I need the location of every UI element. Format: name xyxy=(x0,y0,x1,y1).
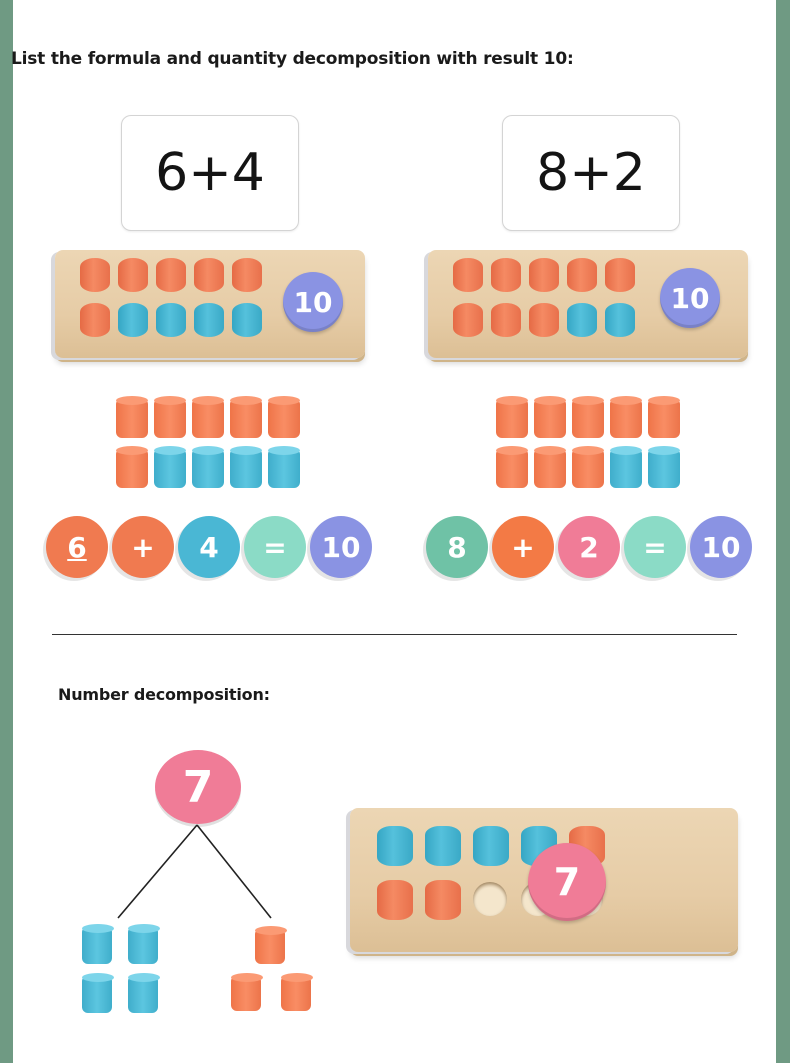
equation-token-label: 8 xyxy=(447,530,467,564)
board-number-label: 10 xyxy=(670,281,710,315)
blue-cylinder[interactable] xyxy=(128,973,160,1013)
blue-cylinder[interactable] xyxy=(192,446,224,488)
orange-cylinder[interactable] xyxy=(231,973,263,1011)
equation-token[interactable]: 10 xyxy=(310,516,372,578)
orange-peg[interactable] xyxy=(422,880,461,924)
equation-token[interactable]: + xyxy=(492,516,554,578)
equation-token[interactable]: 10 xyxy=(690,516,752,578)
equation-token-label: 4 xyxy=(199,530,219,564)
equation-token[interactable]: = xyxy=(244,516,306,578)
orange-cylinder[interactable] xyxy=(154,396,186,438)
blue-cylinder[interactable] xyxy=(610,446,642,488)
board-number-disc[interactable]: 10 xyxy=(660,268,720,328)
blue-cylinder[interactable] xyxy=(154,446,186,488)
equation-token-label: 10 xyxy=(321,530,361,564)
board-number-label: 7 xyxy=(553,860,581,904)
section-divider xyxy=(52,634,737,635)
equation-token[interactable]: 4 xyxy=(178,516,240,578)
root-number-disc: 7 xyxy=(155,750,241,824)
equation-token-label: = xyxy=(643,530,667,564)
orange-cylinder[interactable] xyxy=(610,396,642,438)
orange-cylinder[interactable] xyxy=(534,446,566,488)
equation-token-label: + xyxy=(511,530,535,564)
peg-board-right: 10 xyxy=(428,250,748,358)
orange-cylinder[interactable] xyxy=(230,396,262,438)
blue-cylinder[interactable] xyxy=(82,924,114,964)
orange-peg[interactable] xyxy=(115,258,151,296)
orange-cylinder[interactable] xyxy=(116,446,148,488)
board-number-label: 10 xyxy=(293,285,333,319)
orange-cylinder[interactable] xyxy=(281,973,313,1011)
blue-cylinder[interactable] xyxy=(268,446,300,488)
equation-token-label: = xyxy=(263,530,287,564)
orange-cylinder[interactable] xyxy=(268,396,300,438)
orange-cylinder[interactable] xyxy=(116,396,148,438)
section-heading-decomposition: Number decomposition: xyxy=(58,685,270,704)
formula-card-right: 8+2 xyxy=(502,115,680,231)
peg-board-left: 10 xyxy=(55,250,365,358)
equation-token-label: 10 xyxy=(701,530,741,564)
orange-cylinder[interactable] xyxy=(534,396,566,438)
blue-cylinder[interactable] xyxy=(648,446,680,488)
orange-cylinder[interactable] xyxy=(572,446,604,488)
left-frame-border xyxy=(0,0,13,1063)
board-number-disc[interactable]: 7 xyxy=(528,843,606,921)
orange-cylinder[interactable] xyxy=(648,396,680,438)
equation-token[interactable]: = xyxy=(624,516,686,578)
equation-token-label: 2 xyxy=(579,530,599,564)
blue-cylinder[interactable] xyxy=(230,446,262,488)
orange-cylinder[interactable] xyxy=(496,446,528,488)
right-frame-border xyxy=(776,0,790,1063)
blue-cylinder[interactable] xyxy=(128,924,160,964)
orange-cylinder[interactable] xyxy=(255,926,287,964)
equation-token-label: + xyxy=(131,530,155,564)
equation-token[interactable]: 8 xyxy=(426,516,488,578)
board-number-disc[interactable]: 10 xyxy=(283,272,343,332)
equation-token[interactable]: 2 xyxy=(558,516,620,578)
peg-board-seven: 7 xyxy=(350,808,738,952)
equation-token-label: 6 xyxy=(67,530,87,564)
blue-cylinder[interactable] xyxy=(82,973,114,1013)
page-title: List the formula and quantity decomposit… xyxy=(11,49,574,69)
formula-card-left: 6+4 xyxy=(121,115,299,231)
empty-peg-hole xyxy=(473,882,507,916)
blue-peg[interactable] xyxy=(470,826,509,870)
equation-token[interactable]: + xyxy=(112,516,174,578)
orange-cylinder[interactable] xyxy=(496,396,528,438)
orange-peg[interactable] xyxy=(374,880,413,924)
blue-peg[interactable] xyxy=(374,826,413,870)
orange-cylinder[interactable] xyxy=(192,396,224,438)
root-number-label: 7 xyxy=(182,761,214,813)
orange-cylinder[interactable] xyxy=(572,396,604,438)
blue-peg[interactable] xyxy=(422,826,461,870)
equation-token[interactable]: 6 xyxy=(46,516,108,578)
